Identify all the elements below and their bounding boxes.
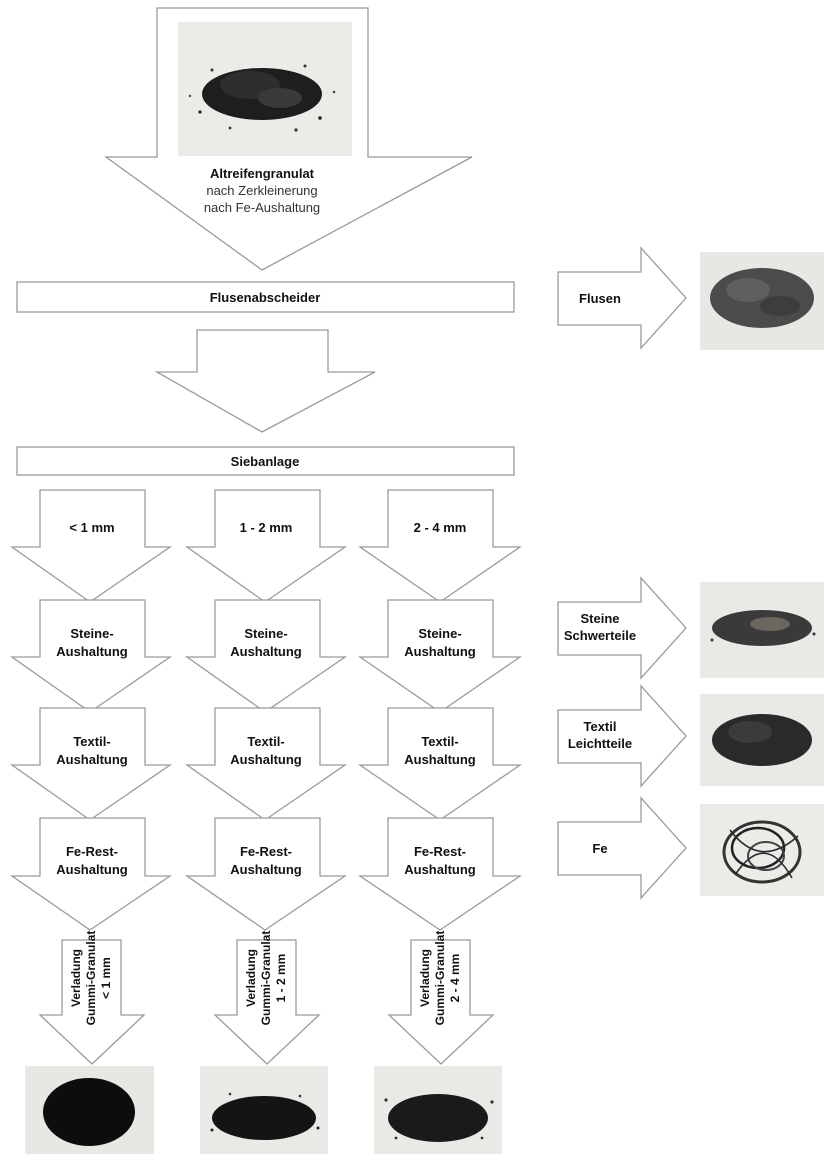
textil-photo <box>700 694 824 786</box>
fe-rest-arrow-1 <box>9 817 173 931</box>
steine-arrow-2 <box>184 599 348 713</box>
output-label-2a: Verladung <box>244 949 258 1007</box>
textil-output-label-b: Leichtteile <box>568 736 632 751</box>
flusenabscheider-label: Flusenabscheider <box>210 290 321 305</box>
fe-rest-label-2a: Fe-Rest- <box>240 844 292 859</box>
output-label-3a: Verladung <box>418 949 432 1007</box>
flusen-output-label: Flusen <box>579 291 621 306</box>
fe-photo <box>700 804 824 896</box>
steine-arrow-3 <box>357 599 523 713</box>
fraction-arrow-2 <box>184 489 348 603</box>
product-photo-1 <box>25 1066 154 1154</box>
flusenabscheider-bar <box>16 281 515 313</box>
fe-output-arrow <box>557 796 687 900</box>
steine-arrow-1 <box>9 599 173 713</box>
product-photo-3 <box>374 1066 502 1154</box>
steine-output-arrow <box>557 576 687 680</box>
fe-rest-arrow-3 <box>357 817 523 931</box>
output-label-2c: 1 - 2 mm <box>274 954 288 1003</box>
fe-rest-label-1a: Fe-Rest- <box>66 844 118 859</box>
flusen-photo <box>700 252 824 350</box>
siebanlage-bar <box>16 446 515 476</box>
textil-arrow-1 <box>9 707 173 821</box>
output-label-2b: Gummi-Granulat <box>259 931 273 1026</box>
product-photo-2 <box>200 1066 328 1154</box>
textil-output-label-a: Textil <box>584 719 617 734</box>
output-label-3c: 2 - 4 mm <box>448 954 462 1003</box>
tire-granulate-photo <box>178 22 352 156</box>
output-label-1c: < 1 mm <box>99 957 113 999</box>
textil-label-2a: Textil- <box>247 734 284 749</box>
textil-label-1b: Aushaltung <box>56 752 128 767</box>
textil-label-2b: Aushaltung <box>230 752 302 767</box>
textil-label-3a: Textil- <box>421 734 458 749</box>
input-subtitle-1: nach Zerkleinerung <box>206 183 317 198</box>
output-arrow-3 <box>387 939 495 1065</box>
steine-output-label-b: Schwerteile <box>564 628 636 643</box>
fraction-arrow-1 <box>9 489 173 603</box>
steine-label-3b: Aushaltung <box>404 644 476 659</box>
input-subtitle-2: nach Fe-Aushaltung <box>204 200 320 215</box>
steine-label-1b: Aushaltung <box>56 644 128 659</box>
output-label-1a: Verladung <box>69 949 83 1007</box>
textil-output-arrow <box>557 684 687 788</box>
siebanlage-label: Siebanlage <box>231 454 300 469</box>
output-label-1b: Gummi-Granulat <box>84 931 98 1026</box>
steine-label-2a: Steine- <box>244 626 287 641</box>
fe-rest-label-3a: Fe-Rest- <box>414 844 466 859</box>
textil-label-3b: Aushaltung <box>404 752 476 767</box>
steine-label-2b: Aushaltung <box>230 644 302 659</box>
flusen-output-arrow <box>557 246 687 350</box>
steine-label-1a: Steine- <box>70 626 113 641</box>
textil-label-1a: Textil- <box>73 734 110 749</box>
stage-connector-arrow <box>154 329 376 433</box>
fraction-arrow-3 <box>357 489 523 603</box>
steine-label-3a: Steine- <box>418 626 461 641</box>
textil-arrow-2 <box>184 707 348 821</box>
output-arrow-1 <box>38 939 146 1065</box>
steine-photo <box>700 582 824 678</box>
steine-output-label-a: Steine <box>580 611 619 626</box>
fe-rest-label-2b: Aushaltung <box>230 862 302 877</box>
fraction-label-1: < 1 mm <box>69 520 114 535</box>
fraction-label-2: 1 - 2 mm <box>240 520 293 535</box>
output-arrow-2 <box>213 939 321 1065</box>
fe-output-label: Fe <box>592 841 607 856</box>
output-label-3b: Gummi-Granulat <box>433 931 447 1026</box>
fe-rest-arrow-2 <box>184 817 348 931</box>
fe-rest-label-3b: Aushaltung <box>404 862 476 877</box>
fraction-label-3: 2 - 4 mm <box>414 520 467 535</box>
textil-arrow-3 <box>357 707 523 821</box>
fe-rest-label-1b: Aushaltung <box>56 862 128 877</box>
input-title: Altreifengranulat <box>210 166 315 181</box>
